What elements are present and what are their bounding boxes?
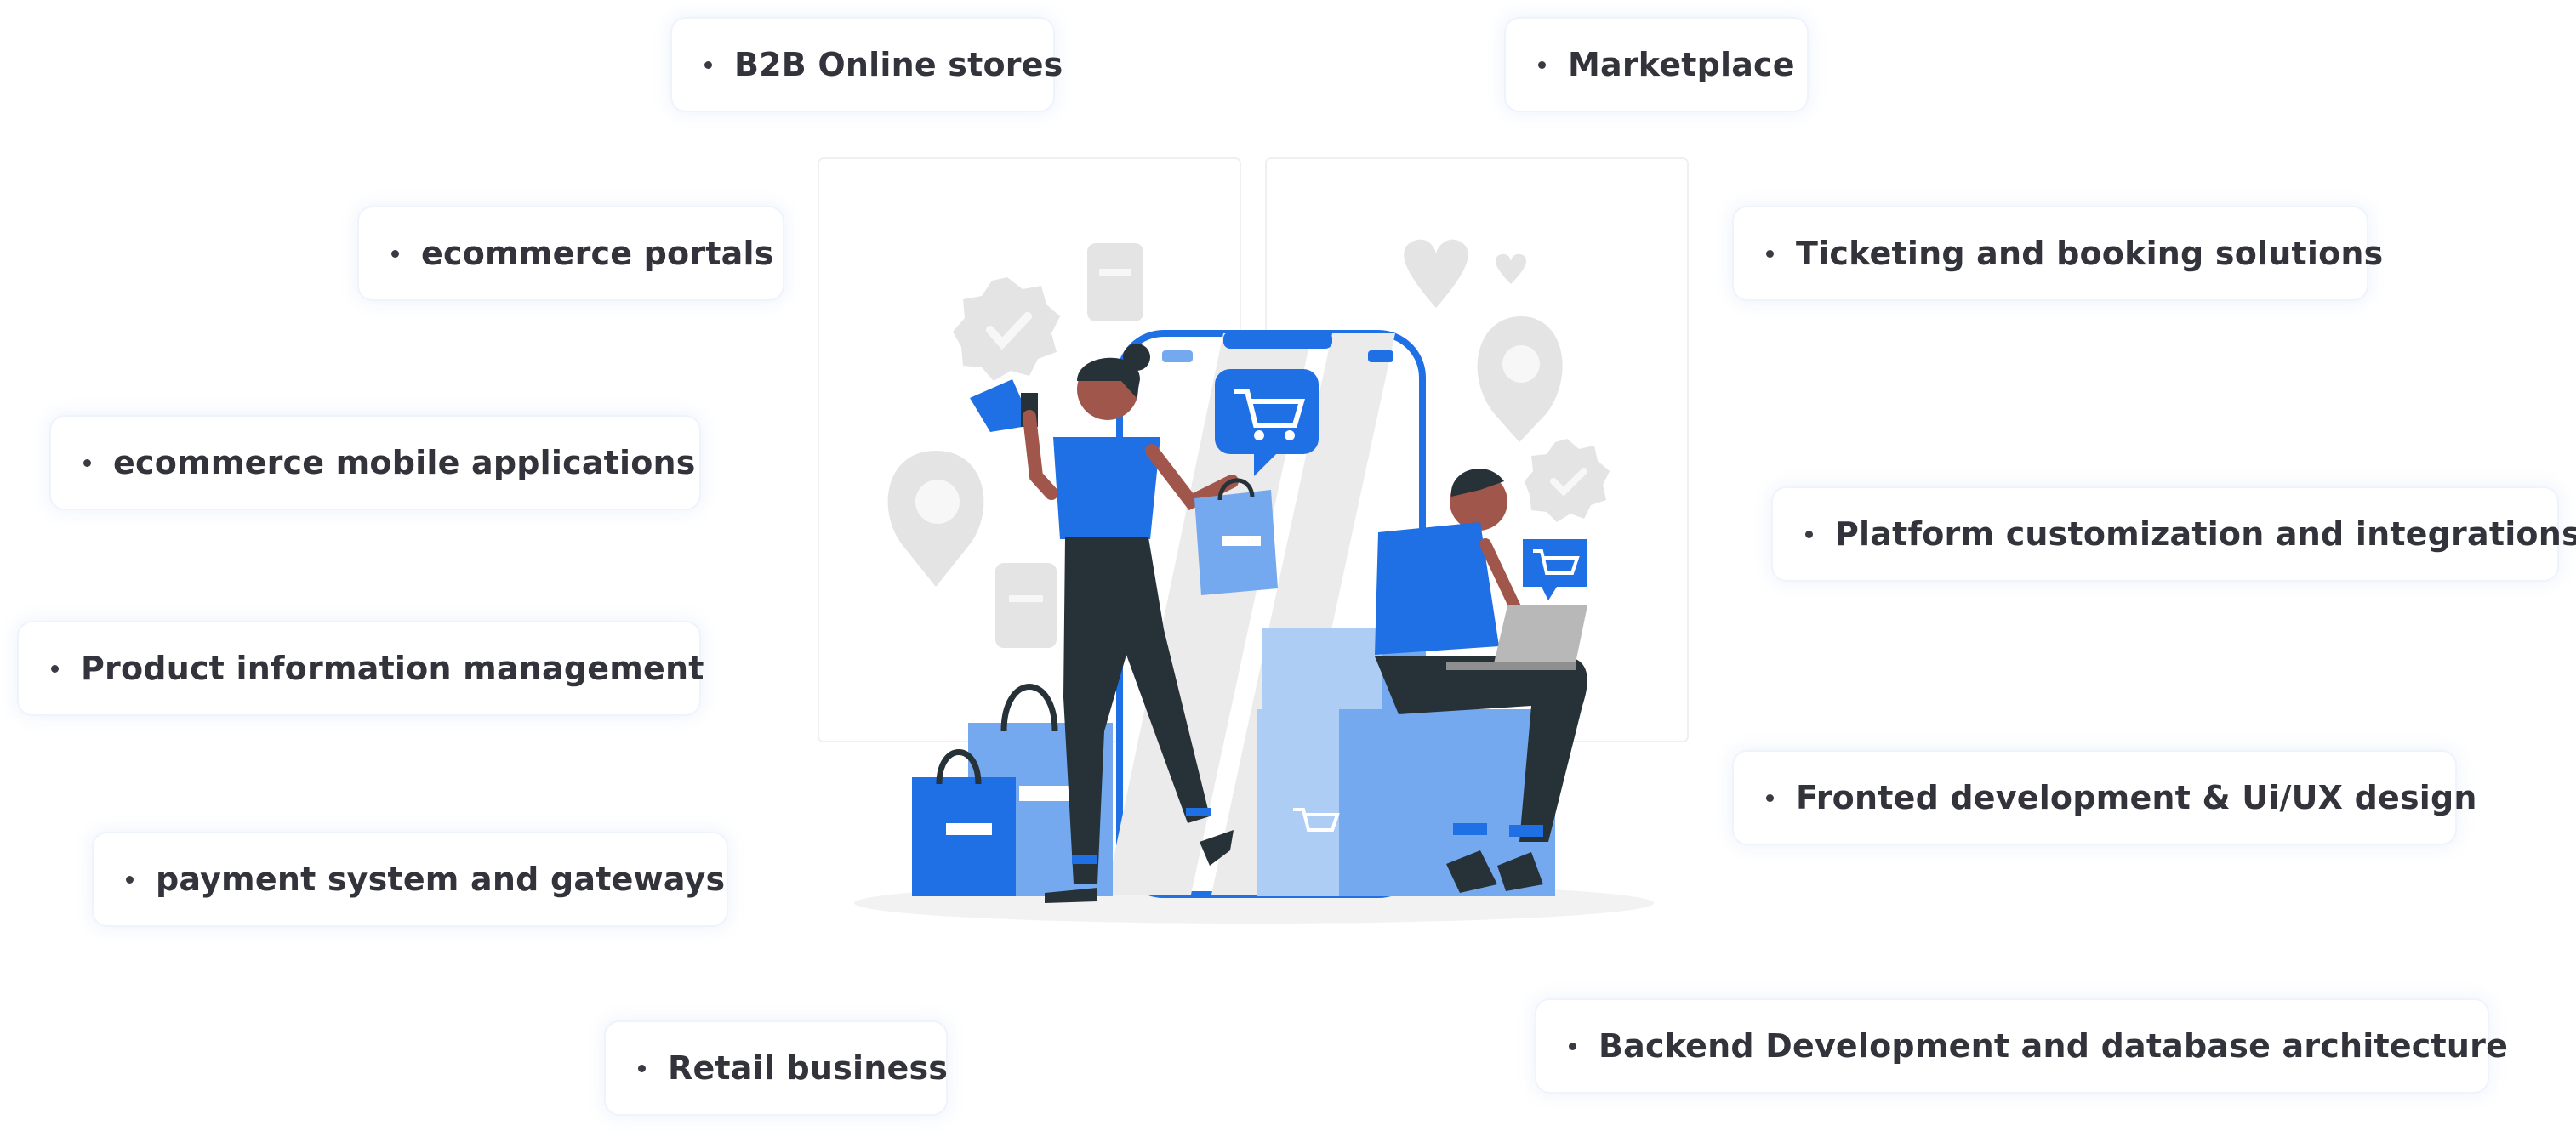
service-item-b2b-online-stores: B2B Online stores: [670, 17, 1063, 112]
service-label: ecommerce portals: [421, 235, 774, 272]
service-item-ecommerce-mobile-apps: ecommerce mobile applications: [49, 415, 701, 510]
service-item-retail-business: Retail business: [604, 1020, 948, 1116]
bullet-icon: [704, 60, 712, 69]
service-label: payment system and gateways: [156, 861, 726, 898]
service-label: Backend Development and database archite…: [1599, 1027, 2509, 1065]
service-label: Ticketing and booking solutions: [1796, 235, 2384, 272]
verified-badge-icon: [1525, 439, 1610, 522]
bullet-icon: [51, 664, 59, 673]
location-pin-icon: [1477, 316, 1563, 442]
service-label: Retail business: [668, 1049, 949, 1087]
location-pin-icon: [887, 451, 984, 587]
service-label: Marketplace: [1568, 46, 1795, 83]
shopping-cart-icon: [1523, 539, 1587, 600]
bullet-icon: [1766, 793, 1774, 802]
bullet-icon: [1805, 530, 1813, 538]
bullet-icon: [391, 249, 399, 258]
verified-badge-icon: [953, 277, 1060, 381]
bullet-icon: [638, 1064, 646, 1072]
bullet-icon: [1569, 1042, 1576, 1050]
laptop-icon: [1446, 605, 1587, 670]
service-item-marketplace: Marketplace: [1504, 17, 1809, 112]
service-item-frontend-ux-design: Fronted development & Ui/UX design: [1732, 750, 2476, 845]
price-tag-icon: [995, 243, 1143, 648]
service-label: Product information management: [81, 650, 704, 687]
service-label: Fronted development & Ui/UX design: [1796, 779, 2477, 816]
bullet-icon: [126, 875, 134, 884]
bullet-icon: [1766, 249, 1774, 258]
bullet-icon: [83, 458, 91, 467]
heart-icon: [1404, 239, 1527, 308]
service-item-ecommerce-portals: ecommerce portals: [357, 206, 784, 301]
bullet-icon: [1538, 60, 1546, 69]
service-item-product-information-management: Product information management: [17, 621, 704, 716]
service-item-backend-development: Backend Development and database archite…: [1535, 998, 2508, 1094]
service-item-payment-gateways: payment system and gateways: [92, 832, 728, 927]
service-label: ecommerce mobile applications: [113, 444, 696, 481]
service-item-platform-customization: Platform customization and integrations: [1771, 486, 2576, 582]
person-with-laptop: [1375, 468, 1587, 893]
megaphone-icon: [970, 379, 1033, 432]
service-label: B2B Online stores: [734, 46, 1063, 83]
shopping-cart-icon: [1215, 369, 1319, 476]
service-label: Platform customization and integrations: [1835, 515, 2576, 553]
service-item-ticketing-booking: Ticketing and booking solutions: [1732, 206, 2383, 301]
ecommerce-illustration: [818, 157, 1689, 924]
person-with-megaphone: [970, 344, 1278, 903]
